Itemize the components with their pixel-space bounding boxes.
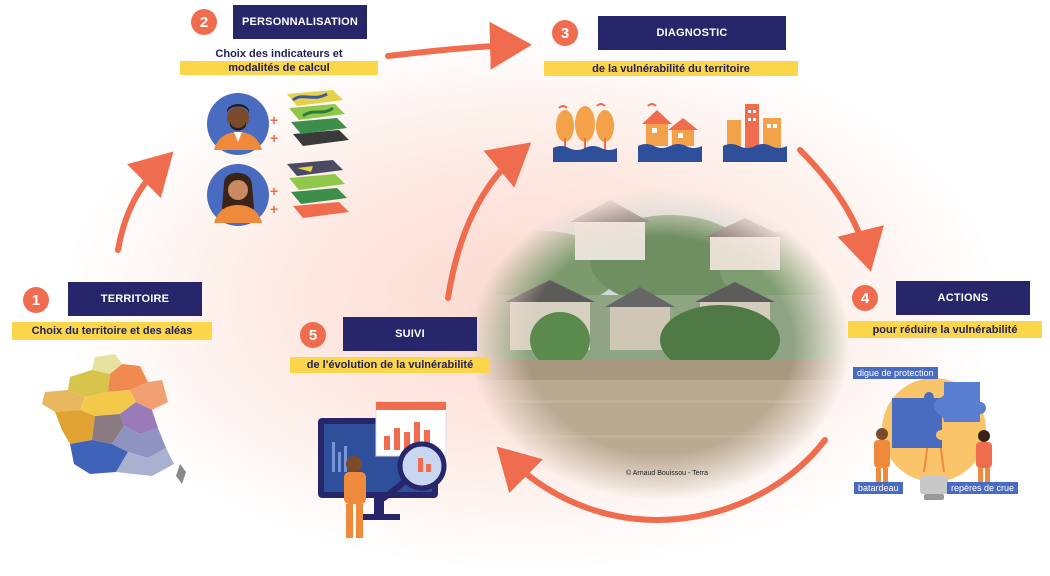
plus-icon: + [270,201,279,217]
step-1-title: TERRITOIRE [68,282,202,316]
step-2-subtitle: Choix des indicateurs et modalités de ca… [180,47,378,75]
step-2-subtitle-line1: Choix des indicateurs et [215,48,343,60]
step-5-number: 5 [300,322,326,348]
step-4-number: 4 [852,285,878,311]
map-layers-icon [287,90,349,146]
step-2-subtitle-line2: modalités de calcul [180,61,378,75]
arrow-2-to-3 [385,21,532,70]
step-2-number: 2 [191,9,217,35]
tag-digue: digue de protection [853,367,938,379]
step-2-title: PERSONNALISATION [233,5,367,39]
tag-reperes: repères de crue [947,482,1019,494]
male-user-avatar-icon [207,93,269,155]
plus-icon: + [270,183,279,199]
flooded-city-icon [723,104,787,162]
plus-icon: + [270,112,279,128]
female-user-avatar-icon [207,164,269,226]
arrow-5-to-3 [445,142,532,301]
plus-icon: + [270,130,279,146]
arrow-1-to-2 [115,151,174,253]
step-1-number: 1 [23,287,49,313]
monitoring-screen-icon [318,401,447,538]
photo-credit: © Arnaud Bouissou - Terra [626,470,709,477]
tag-batardeau: batardeau [854,482,903,494]
arrow-3-to-4 [797,147,884,272]
france-map-icon [42,354,186,484]
puzzle-lightbulb-icon [874,378,992,500]
step-1-subtitle: Choix du territoire et des aléas [12,322,212,340]
step-3-subtitle: de la vulnérabilité du territoire [544,61,798,76]
step-5-title: SUIVI [343,317,477,351]
step-3-title: DIAGNOSTIC [598,16,786,50]
flooded-trees-icon [553,103,617,162]
map-layers-icon [287,160,349,218]
step-5-subtitle: de l'évolution de la vulnérabilité [290,357,490,373]
step-4-subtitle: pour réduire la vulnérabilité [848,321,1042,338]
flooded-houses-icon [638,103,702,162]
step-4-title: ACTIONS [896,281,1030,315]
step-3-number: 3 [552,20,578,46]
arrow-4-to-5 [496,437,828,523]
